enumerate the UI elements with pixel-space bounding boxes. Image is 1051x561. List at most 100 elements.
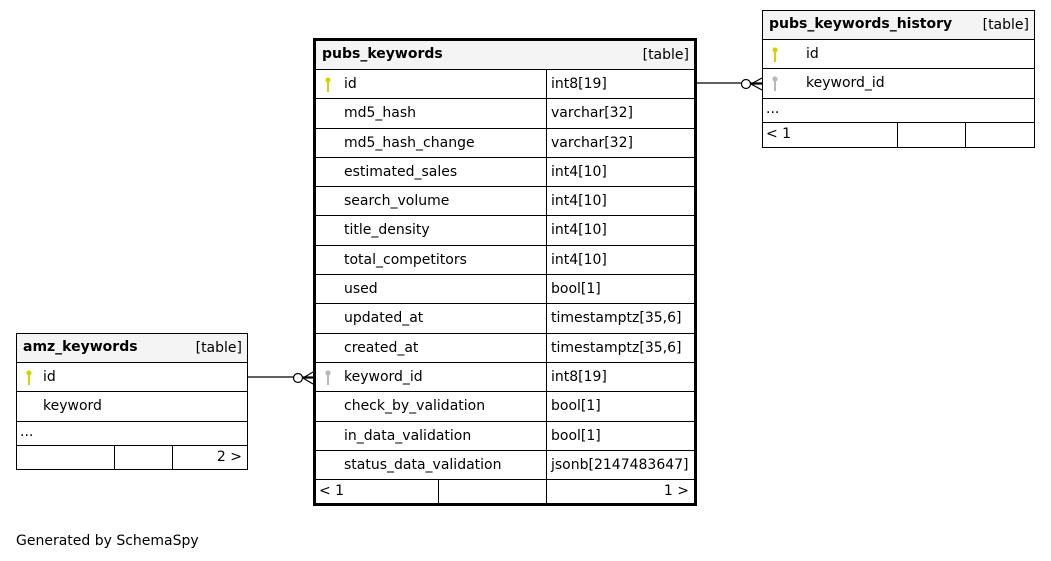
table-footer: < 1 — [763, 122, 1034, 147]
ellipsis: ... — [20, 423, 34, 440]
column-type: bool[1] — [551, 427, 601, 444]
ellipsis: ... — [766, 100, 780, 117]
table-amz-keywords[interactable]: amz_keywords [table] id keyword... 2 > — [16, 333, 248, 470]
column-row[interactable]: title_density int4[10] — [316, 216, 694, 246]
table-name: pubs_keywords_history — [769, 16, 953, 32]
column-type-cell: varchar[32] — [546, 128, 633, 157]
column-type: varchar[32] — [551, 105, 633, 122]
column-row[interactable]: md5_hash_change varchar[32] — [316, 128, 694, 158]
table-header[interactable]: amz_keywords [table] — [17, 334, 247, 363]
column-row[interactable]: md5_hash varchar[32] — [316, 99, 694, 129]
column-type: int4[10] — [551, 222, 607, 239]
column-name: in_data_validation — [344, 427, 472, 444]
column-type-cell: int4[10] — [546, 216, 607, 245]
column-type-cell: timestamptz[35,6] — [546, 333, 681, 362]
table-header[interactable]: pubs_keywords_history [table] — [763, 11, 1034, 40]
column-name: total_competitors — [344, 251, 467, 268]
table-footer: 2 > — [17, 445, 247, 470]
column-type-cell: int8[19] — [546, 362, 607, 392]
column-type-cell: bool[1] — [546, 275, 601, 304]
column-row[interactable]: estimated_sales int4[10] — [316, 157, 694, 188]
more-columns[interactable]: ... — [763, 99, 1034, 123]
footer-divider — [114, 445, 115, 470]
primary-key-icon — [772, 47, 778, 63]
child-count[interactable]: 2 > — [216, 448, 242, 465]
table-kind: [table] — [195, 340, 242, 356]
table-name: amz_keywords — [23, 339, 138, 355]
footer-divider — [897, 122, 898, 147]
table-kind: [table] — [982, 17, 1029, 33]
foreign-key-icon — [772, 76, 778, 92]
column-type: timestamptz[35,6] — [551, 310, 682, 327]
column-type-cell: jsonb[2147483647] — [546, 450, 689, 480]
column-row[interactable]: keyword_id int8[19] — [316, 362, 694, 393]
edge-pubs-keywords-to-history — [696, 77, 763, 91]
column-type-cell: int8[19] — [546, 70, 607, 99]
column-row[interactable]: search_volume int4[10] — [316, 187, 694, 217]
column-name: search_volume — [344, 193, 450, 210]
column-name: md5_hash_change — [344, 134, 475, 151]
primary-key-icon — [26, 370, 32, 386]
column-name: keyword_id — [806, 75, 885, 92]
column-type: jsonb[2147483647] — [551, 456, 689, 473]
table-pubs-keywords-history[interactable]: pubs_keywords_history [table] id keyword_id… — [762, 10, 1035, 148]
column-name: keyword — [43, 398, 102, 415]
column-name: id — [806, 46, 819, 62]
column-row[interactable]: keyword — [17, 392, 247, 422]
footer-divider — [965, 122, 966, 147]
column-type-cell: int4[10] — [546, 245, 607, 275]
column-type-cell: bool[1] — [546, 392, 601, 421]
column-row[interactable]: keyword_id — [763, 69, 1034, 99]
column-type: int8[19] — [551, 76, 607, 92]
column-name: status_data_validation — [344, 456, 502, 473]
parent-count[interactable]: < 1 — [319, 483, 345, 500]
column-row[interactable]: in_data_validation bool[1] — [316, 421, 694, 451]
child-count[interactable]: 1 > — [663, 483, 689, 500]
edge-amz-keywords-to-pubs-keywords — [247, 371, 314, 385]
column-type-cell: int4[10] — [546, 187, 607, 216]
column-type: bool[1] — [551, 398, 601, 415]
generated-by-footer: Generated by SchemaSpy — [16, 533, 199, 549]
table-name: pubs_keywords — [322, 46, 443, 62]
footer-divider — [172, 445, 173, 470]
column-type-cell: bool[1] — [546, 421, 601, 450]
table-header[interactable]: pubs_keywords [table] — [316, 41, 694, 70]
primary-key-icon — [325, 77, 331, 93]
column-name: used — [344, 281, 378, 298]
column-row[interactable]: id — [763, 40, 1034, 70]
table-footer: < 1 1 > — [316, 480, 694, 505]
more-columns[interactable]: ... — [17, 422, 247, 446]
footer-divider — [546, 480, 547, 505]
column-type: bool[1] — [551, 281, 601, 298]
column-type-cell: timestamptz[35,6] — [546, 304, 681, 333]
column-name: created_at — [344, 339, 419, 356]
column-row[interactable]: created_at timestamptz[35,6] — [316, 333, 694, 363]
column-row[interactable]: total_competitors int4[10] — [316, 245, 694, 276]
parent-count[interactable]: < 1 — [766, 125, 792, 142]
column-type: timestamptz[35,6] — [551, 339, 682, 356]
column-type-cell: int4[10] — [546, 157, 607, 187]
column-name: estimated_sales — [344, 163, 458, 180]
column-row[interactable]: updated_at timestamptz[35,6] — [316, 304, 694, 334]
footer-divider — [438, 480, 439, 505]
column-type: int8[19] — [551, 368, 607, 385]
column-name: id — [344, 76, 357, 92]
column-row[interactable]: status_data_validation jsonb[2147483647] — [316, 450, 694, 481]
column-type: int4[10] — [551, 251, 607, 268]
column-type: int4[10] — [551, 163, 607, 180]
column-type: int4[10] — [551, 193, 607, 210]
column-row[interactable]: id — [17, 363, 247, 393]
column-row[interactable]: used bool[1] — [316, 275, 694, 305]
column-name: keyword_id — [344, 368, 423, 385]
column-row[interactable]: id int8[19] — [316, 70, 694, 100]
column-type-cell: varchar[32] — [546, 99, 633, 128]
column-name: id — [43, 369, 56, 385]
column-name: md5_hash — [344, 105, 417, 122]
column-name: updated_at — [344, 310, 424, 327]
foreign-key-icon — [325, 370, 331, 386]
column-name: title_density — [344, 222, 430, 239]
table-kind: [table] — [642, 47, 689, 63]
